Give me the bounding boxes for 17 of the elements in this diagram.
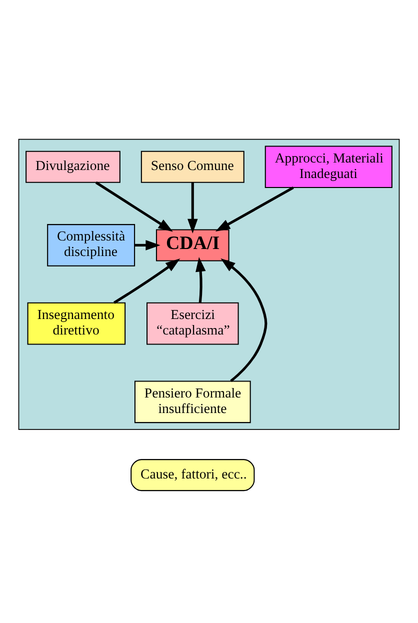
cluster [18,138,400,430]
node-box: CDA/I [156,229,230,262]
node-box: Pensiero Formale insufficiente [134,380,251,424]
arrow [113,258,180,304]
arrow [215,186,294,232]
arrow [134,240,160,250]
arrow [196,256,206,303]
node-box: Senso Comune [140,150,244,183]
node-box: Complessità discipline [47,224,136,266]
node-box: Esercizi “cataplasma” [146,302,239,345]
arrow [220,258,268,382]
node-box: Insegnamento direttivo [27,302,126,345]
node-box: Approcci, Materiali Inadeguati [264,146,392,188]
arrow [188,182,198,234]
node-box: Divulgazione [26,150,120,183]
node-box: Cause, fattori, ecc.. [130,459,255,492]
arrow [95,181,173,232]
